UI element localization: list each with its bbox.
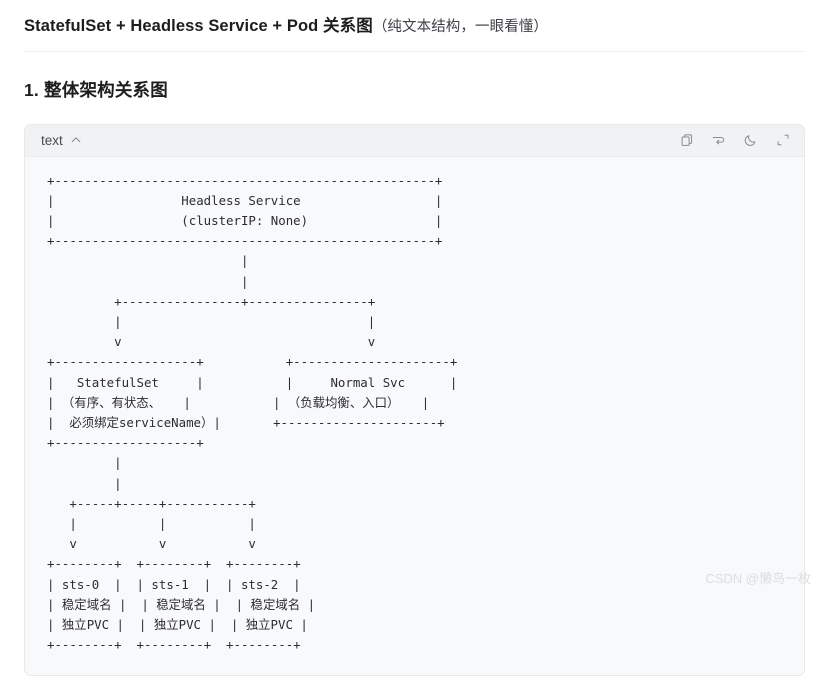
chevron-up-icon[interactable]: [70, 134, 82, 146]
code-block: text: [24, 123, 805, 676]
code-block-toolbar: [679, 133, 790, 148]
ascii-diagram: +---------------------------------------…: [47, 172, 458, 653]
moon-icon[interactable]: [743, 133, 758, 148]
wrap-text-icon[interactable]: [711, 133, 726, 148]
code-block-header: text: [25, 124, 804, 157]
page-title: StatefulSet + Headless Service + Pod 关系图…: [24, 0, 805, 38]
code-block-body[interactable]: +---------------------------------------…: [25, 156, 804, 676]
copy-icon[interactable]: [679, 133, 694, 148]
section-heading: 1. 整体架构关系图: [24, 80, 168, 101]
page-title-note: （纯文本结构，一眼看懂）: [372, 19, 549, 35]
watermark: CSDN @懒鸟一枚: [705, 571, 811, 586]
page-title-main: StatefulSet + Headless Service + Pod 关系图: [24, 17, 373, 35]
title-divider: [24, 51, 805, 53]
expand-icon[interactable]: [775, 133, 790, 148]
code-language-label: text: [41, 132, 63, 148]
